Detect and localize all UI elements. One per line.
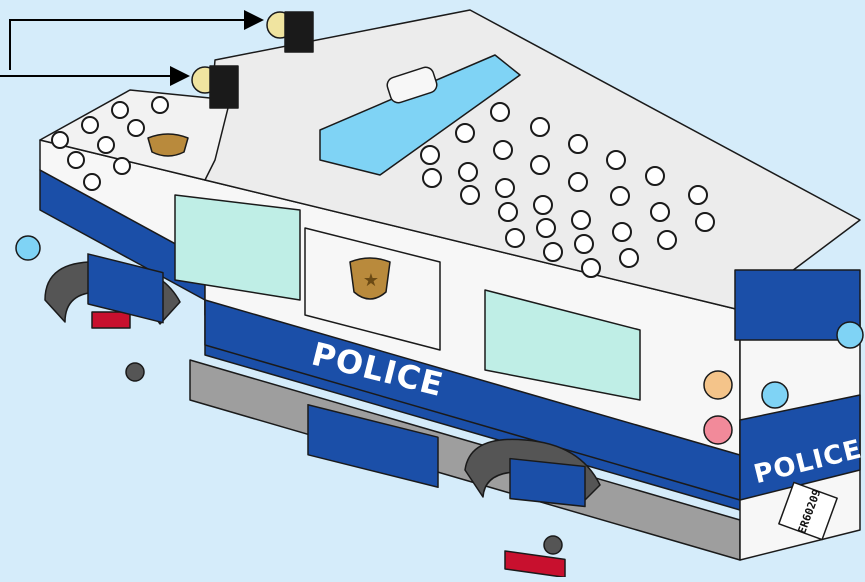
rear-light-orange: [704, 371, 732, 399]
axle-rear: [544, 536, 562, 554]
red-trim-left: [92, 312, 130, 328]
axle-front: [126, 363, 144, 381]
front-siren: [16, 236, 40, 260]
police-van: ★: [16, 10, 865, 577]
rear-siren-left: [762, 382, 788, 408]
rear-light-red: [704, 416, 732, 444]
cab-badge: [148, 134, 188, 156]
side-grille: [510, 459, 585, 507]
rear-siren-right: [837, 322, 863, 348]
side-badge-star: ★: [363, 270, 379, 290]
red-trim-mid: [505, 551, 565, 577]
